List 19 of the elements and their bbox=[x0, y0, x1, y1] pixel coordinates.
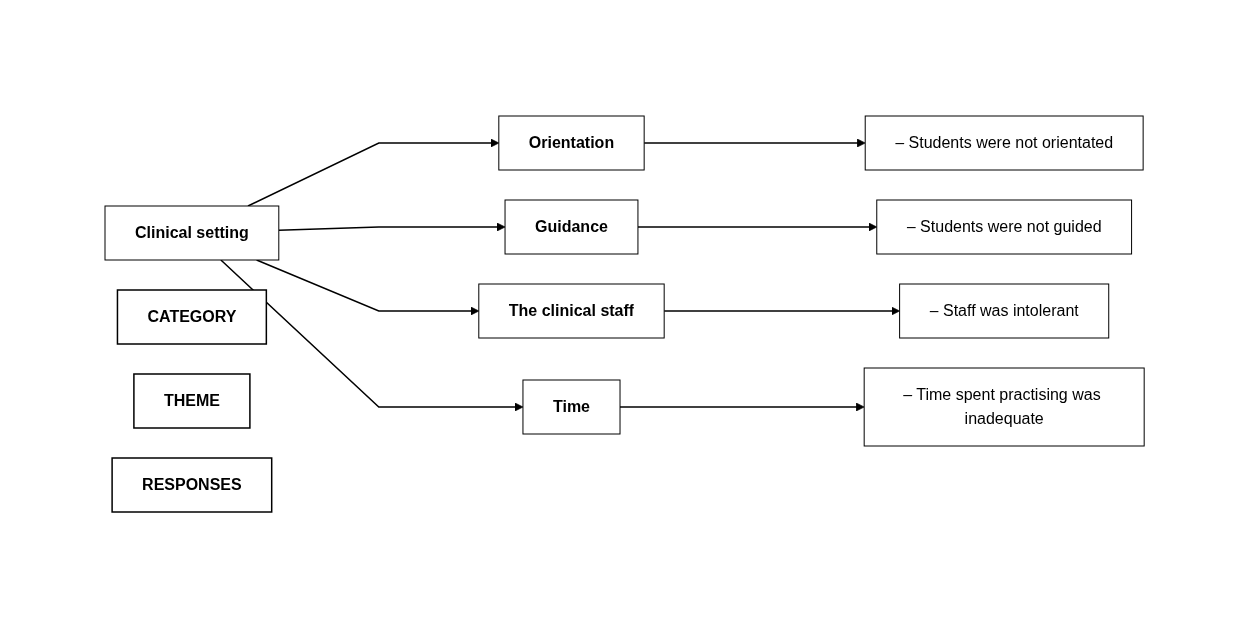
node-box: – Time spent practising was inadequate bbox=[863, 367, 1145, 447]
node-box: THEME bbox=[133, 373, 251, 429]
node-box: Guidance bbox=[504, 199, 639, 255]
arrow bbox=[637, 222, 878, 232]
arrow bbox=[247, 138, 500, 207]
arrow bbox=[619, 402, 865, 412]
node-box: CATEGORY bbox=[116, 289, 267, 345]
node-box: Orientation bbox=[498, 115, 645, 171]
node-box: The clinical staff bbox=[478, 283, 665, 339]
node-box: – Staff was intolerant bbox=[899, 283, 1110, 339]
node-box: – Students were not guided bbox=[876, 199, 1132, 255]
node-box: – Students were not orientated bbox=[864, 115, 1144, 171]
arrow bbox=[643, 138, 866, 148]
node-box: Clinical setting bbox=[104, 205, 280, 261]
arrow bbox=[663, 306, 900, 316]
arrow bbox=[220, 259, 524, 412]
node-box: Time bbox=[522, 379, 621, 435]
node-box: RESPONSES bbox=[111, 457, 273, 513]
arrow bbox=[277, 222, 506, 232]
